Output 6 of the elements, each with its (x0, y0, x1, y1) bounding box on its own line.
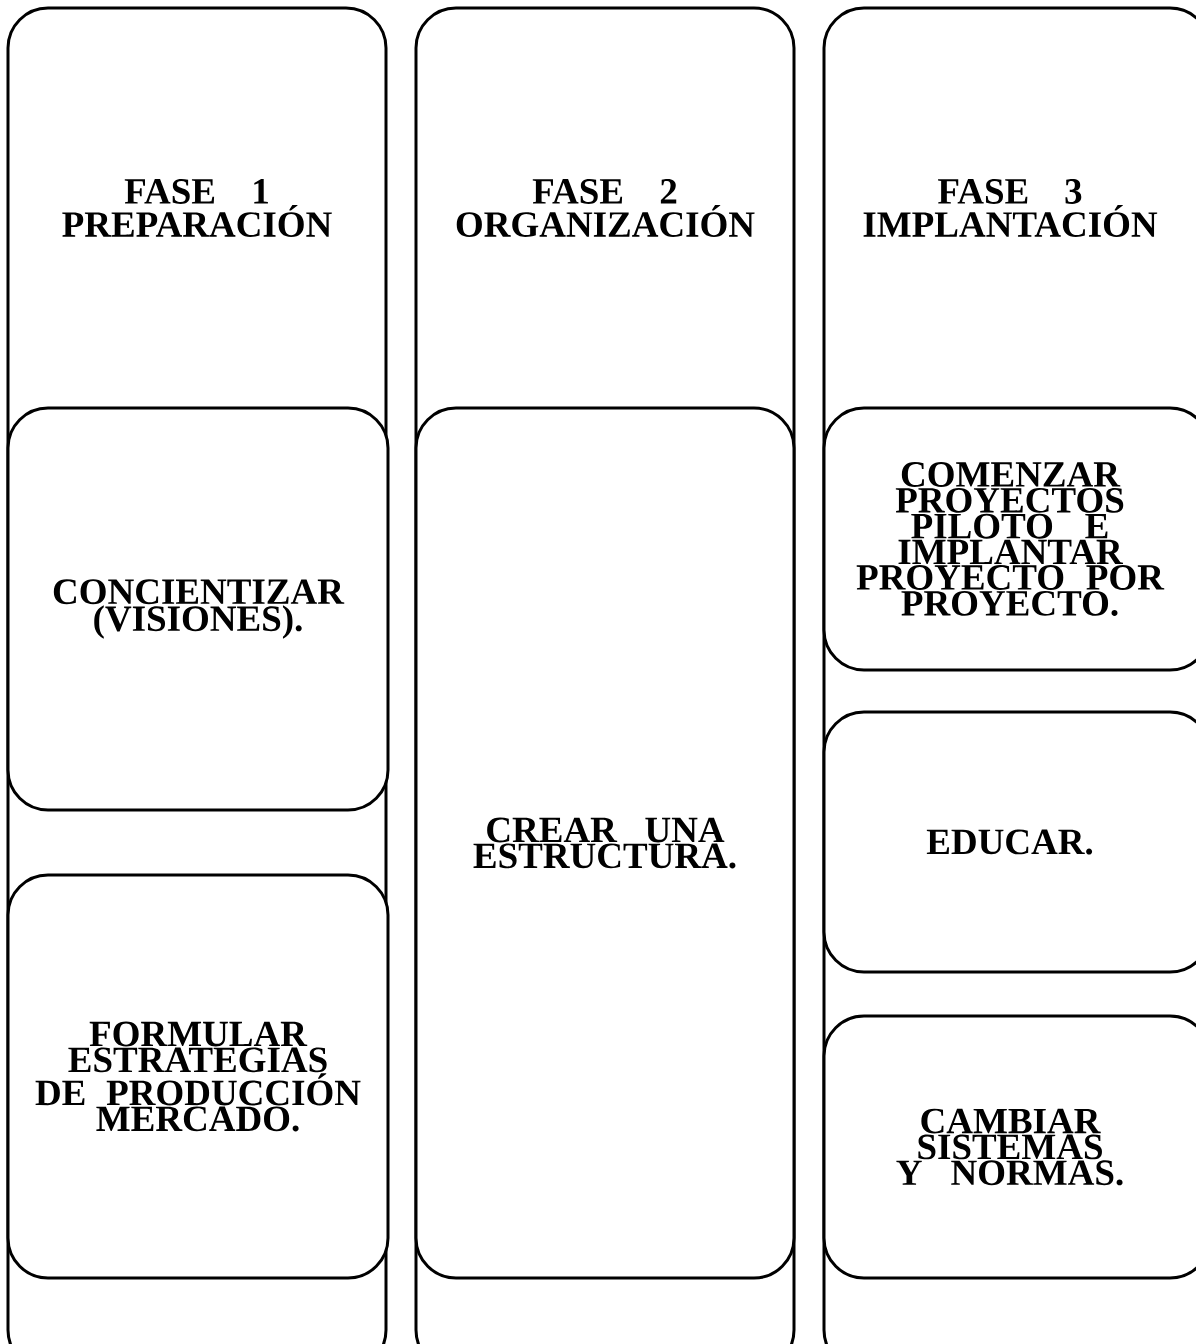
step-box: EDUCAR. (822, 710, 1196, 974)
step-box: CREAR UNA ESTRUCTURA. (414, 406, 796, 1280)
step-box: CAMBIAR SISTEMAS Y NORMAS. (822, 1014, 1196, 1280)
step-box: FORMULAR ESTRATEGIAS DE PRODUCCIÓN MERCADO. (6, 873, 390, 1280)
step-box: CONCIENTIZAR (VISIONES). (6, 406, 390, 812)
step-box: COMENZAR PROYECTOS PILOTO E IMPLANTAR PROYECTO POR PROYECTO. (822, 406, 1196, 672)
